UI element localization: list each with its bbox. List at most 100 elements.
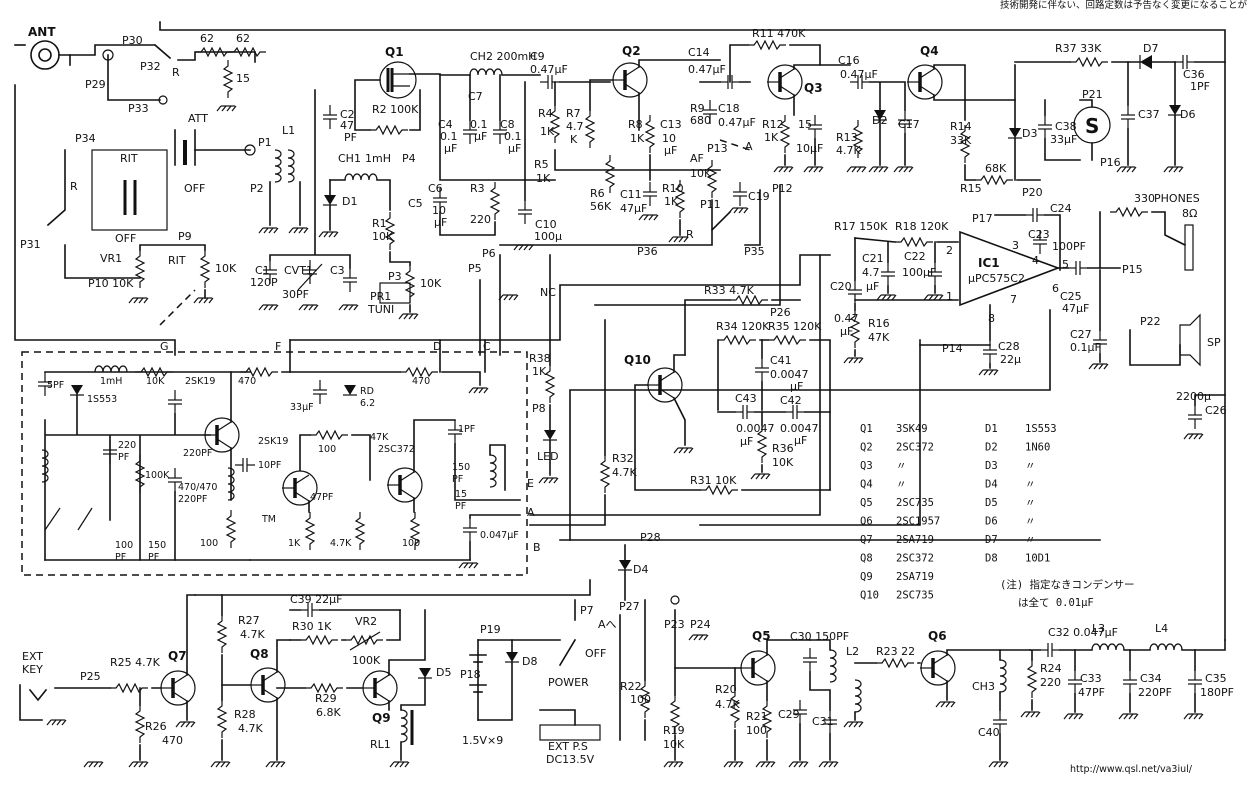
svg-text:P3: P3: [388, 270, 402, 283]
svg-text:C22: C22: [904, 250, 926, 263]
ch1-choke: [344, 173, 378, 181]
svg-text:0.47μF: 0.47μF: [840, 68, 878, 81]
r38-resistor: [545, 364, 555, 404]
svg-text:2: 2: [946, 244, 953, 257]
ic1-audio-amp: [959, 230, 1061, 307]
svg-text:D4: D4: [633, 563, 648, 576]
svg-text:150: 150: [148, 540, 166, 551]
svg-text:C4: C4: [438, 118, 453, 131]
svg-text:μPC575C2: μPC575C2: [968, 272, 1025, 285]
svg-text:0.47μF: 0.47μF: [718, 116, 756, 129]
svg-text:47K: 47K: [868, 331, 890, 344]
parts-table-dref-2: D3: [985, 460, 998, 472]
svg-text:PF: PF: [148, 552, 159, 563]
parts-table-dpart-5: 〃: [1025, 516, 1036, 528]
svg-text:Q3: Q3: [804, 81, 823, 95]
svg-text:100: 100: [630, 693, 651, 706]
svg-text:1K: 1K: [288, 538, 301, 549]
parts-table-part-7: 2SC372: [896, 553, 934, 565]
svg-text:A: A: [527, 506, 535, 519]
ext-key-jack[interactable]: [19, 684, 48, 721]
led-indicator: [542, 429, 558, 441]
power-switch[interactable]: [558, 638, 577, 667]
parts-table-dpart-4: 〃: [1025, 497, 1036, 509]
svg-text:1mH: 1mH: [100, 376, 122, 387]
svg-text:C10: C10: [535, 218, 557, 231]
parts-table-dref-5: D6: [985, 516, 998, 528]
svg-text:1mH: 1mH: [365, 152, 391, 165]
r30-resistor: [299, 635, 339, 645]
parts-table-dref-0: D1: [985, 423, 998, 435]
svg-text:330: 330: [1134, 192, 1155, 205]
svg-text:R7: R7: [566, 107, 581, 120]
q1-transistor: [379, 61, 417, 99]
svg-text:P36: P36: [637, 245, 658, 258]
svg-text:P2: P2: [250, 182, 264, 195]
parts-table-dref-3: D4: [985, 479, 998, 491]
svg-text:1K: 1K: [532, 365, 547, 378]
svg-text:10: 10: [432, 204, 446, 217]
svg-text:R20: R20: [715, 683, 737, 696]
svg-text:100: 100: [402, 538, 420, 549]
svg-text:1K: 1K: [764, 131, 779, 144]
ext-ps-jack[interactable]: [539, 724, 601, 741]
svg-text:Aへ: Aへ: [598, 618, 617, 631]
svg-text:C19: C19: [748, 190, 770, 203]
svg-text:10μF: 10μF: [796, 142, 823, 155]
svg-text:R18 120K: R18 120K: [895, 220, 949, 233]
svg-text:10K: 10K: [690, 167, 712, 180]
vfo-4.7k-resistor: [355, 511, 365, 551]
svg-text:R: R: [70, 180, 78, 193]
r28-resistor: [217, 699, 227, 739]
svg-text:0.1: 0.1: [440, 130, 458, 143]
r62a-resistor: [194, 47, 234, 57]
svg-text:P6: P6: [482, 247, 496, 260]
vfo-470-resistor-a: [239, 367, 279, 377]
parts-table-part-5: 2SC1957: [896, 516, 940, 528]
svg-text:R30 1K: R30 1K: [292, 620, 332, 633]
rit-switch: [91, 149, 168, 231]
svg-text:6.8K: 6.8K: [316, 706, 341, 719]
q10-transistor: [645, 366, 684, 404]
svg-text:1K: 1K: [630, 132, 645, 145]
svg-text:33K: 33K: [950, 134, 972, 147]
svg-text:1K: 1K: [536, 172, 551, 185]
svg-text:10PF: 10PF: [258, 460, 281, 471]
r11-resistor: [747, 40, 787, 50]
svg-text:C13: C13: [660, 118, 682, 131]
phones-jack[interactable]: [1184, 224, 1194, 271]
svg-text:6.2: 6.2: [360, 398, 375, 409]
r32-resistor: [600, 454, 610, 494]
parts-table-dpart-6: 〃: [1025, 534, 1036, 546]
parts-table-dref-1: D2: [985, 442, 998, 454]
pr1-tuning-pot: [405, 264, 415, 304]
svg-text:C16: C16: [838, 54, 860, 67]
svg-text:P20: P20: [1022, 186, 1043, 199]
svg-text:C9: C9: [530, 50, 545, 63]
svg-text:220: 220: [1040, 676, 1061, 689]
svg-text:R25 4.7K: R25 4.7K: [110, 656, 161, 669]
parts-table-dpart-0: 1S553: [1025, 423, 1057, 435]
parts-table-part-4: 2SC735: [896, 497, 934, 509]
svg-text:P31: P31: [20, 238, 41, 251]
svg-text:C24: C24: [1050, 202, 1072, 215]
svg-text:AF: AF: [690, 152, 704, 165]
svg-text:OFF: OFF: [184, 182, 205, 195]
svg-text:P16: P16: [1100, 156, 1121, 169]
l3-coil: [1091, 643, 1125, 651]
svg-text:220PF: 220PF: [178, 494, 207, 505]
vfo-2sk19-transistor-1: [202, 416, 241, 454]
svg-text:CH2 200mH: CH2 200mH: [470, 50, 536, 63]
l4-coil: [1149, 643, 1183, 651]
svg-text:5: 5: [1062, 258, 1069, 271]
svg-text:P21: P21: [1082, 88, 1103, 101]
svg-text:R29: R29: [315, 692, 337, 705]
svg-text:μF: μF: [444, 142, 457, 155]
svg-text:R1: R1: [372, 217, 387, 230]
svg-text:D3: D3: [1022, 127, 1037, 140]
svg-text:4.7K: 4.7K: [612, 466, 637, 479]
svg-text:R27: R27: [238, 614, 260, 627]
svg-text:5PF: 5PF: [47, 380, 64, 391]
svg-text:0.0047: 0.0047: [736, 422, 775, 435]
svg-text:R16: R16: [868, 317, 890, 330]
